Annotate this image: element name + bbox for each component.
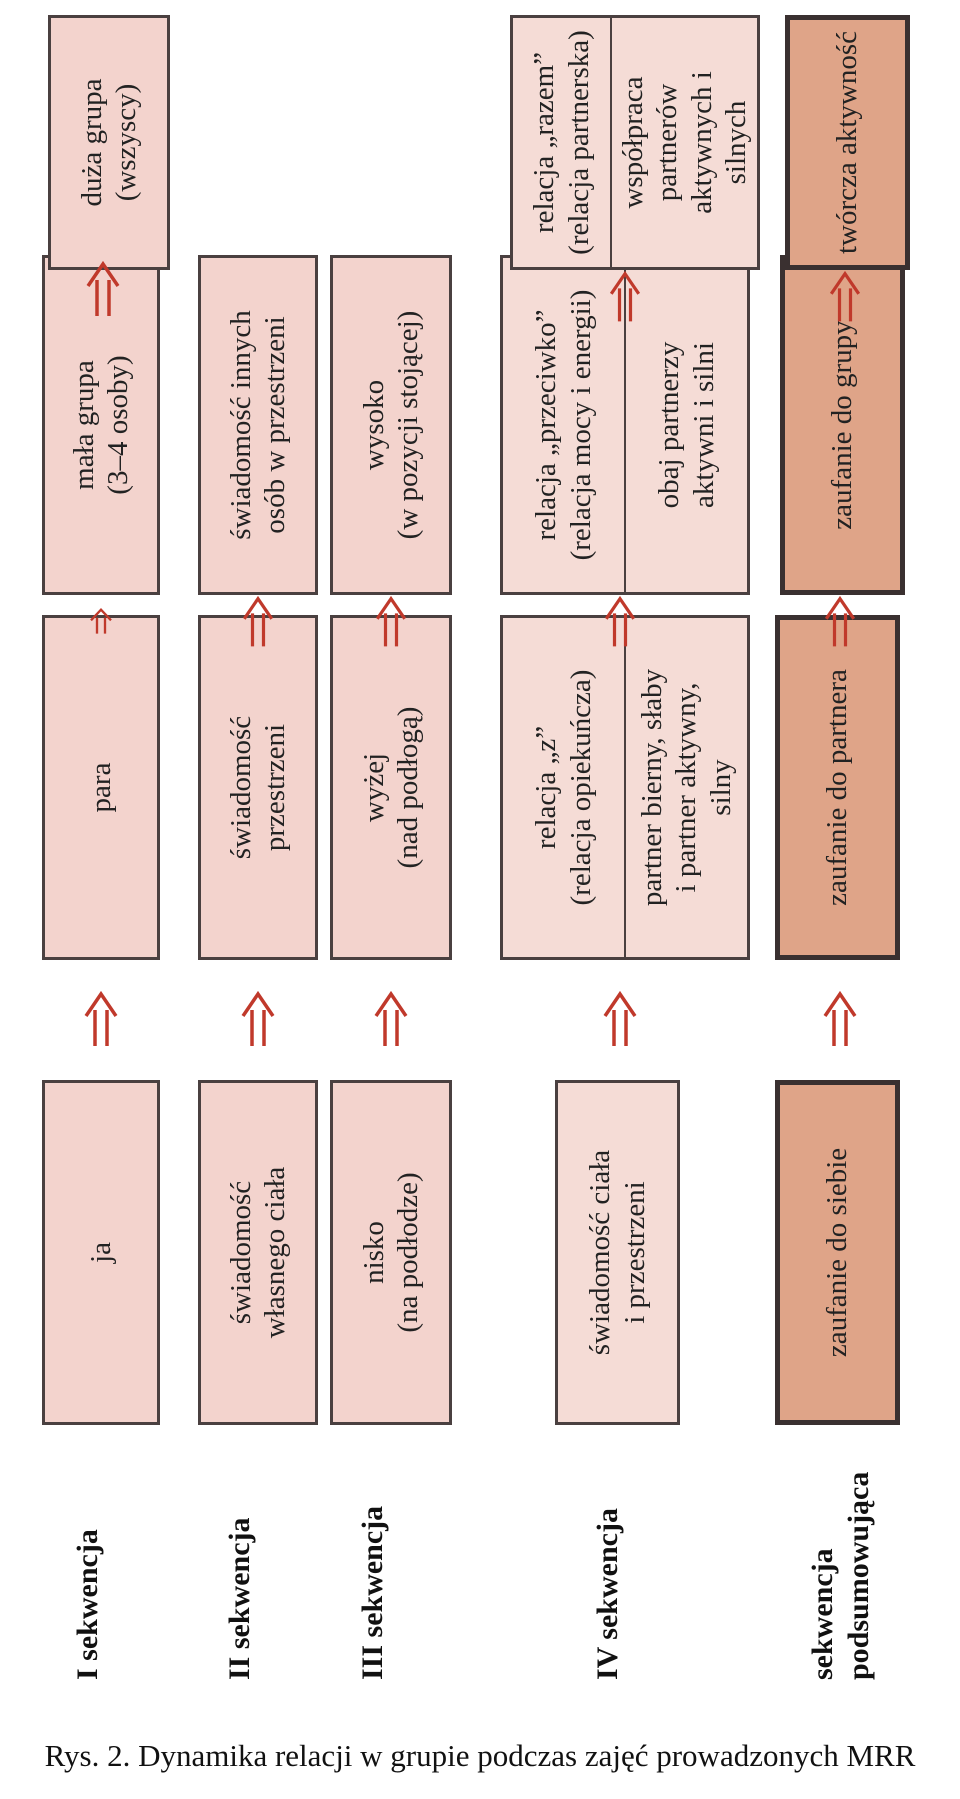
box-r4-c2-top: relacja „z” (relacja opiekuńcza) — [530, 669, 597, 906]
box-r5-c1: zaufanie do siebie — [775, 1080, 900, 1425]
row-label-2: II sekwencja — [223, 1517, 256, 1681]
box-r1-c4: duża grupa (wszyscy) — [48, 15, 170, 270]
arrow-r4-2 — [604, 595, 636, 647]
arrow-r2-1 — [241, 990, 275, 1046]
box-r1-c2-text: para — [84, 762, 117, 813]
row-label-3: III sekwencja — [356, 1505, 389, 1680]
arrow-r1-3 — [86, 260, 120, 316]
figure-caption: Rys. 2. Dynamika relacji w grupie podcza… — [44, 1738, 916, 1773]
box-r4-c2-bottom: partner bierny, słaby i partner aktywny,… — [624, 618, 747, 957]
arrow-r5-2 — [824, 595, 856, 647]
box-r1-c1: ja — [42, 1080, 160, 1425]
box-r3-c2-text: wyżej (nad podłogą) — [357, 706, 424, 869]
arrow-r5-1 — [823, 990, 857, 1046]
box-r3-c2: wyżej (nad podłogą) — [330, 615, 452, 960]
arrow-r1-1 — [84, 990, 118, 1046]
row-label-4: IV sekwencja — [591, 1508, 624, 1680]
box-r5-c2: zaufanie do partnera — [775, 615, 900, 960]
box-r1-c4-text: duża grupa (wszyscy) — [75, 78, 142, 207]
box-r2-c3-text: świadomość innych osób w przestrzeni — [224, 310, 291, 540]
box-r4-c4-top: relacja „razem” (relacja partnerska) — [528, 30, 595, 255]
box-r3-c1-text: nisko (na podłodze) — [357, 1172, 424, 1333]
box-r2-c2: świadomość przestrzeni — [198, 615, 318, 960]
box-r3-c3: wysoko (w pozycji stojącej) — [330, 255, 452, 595]
diagram-rotated-canvas: I sekwencja II sekwencja III sekwencja I… — [42, 15, 910, 1681]
box-r3-c1: nisko (na podłodze) — [330, 1080, 452, 1425]
row-label-5: sekwencja podsumowująca — [806, 1471, 875, 1680]
arrow-r2-2 — [242, 595, 274, 647]
arrow-r1-2 — [90, 607, 112, 634]
box-r4-c4: relacja „razem” (relacja partnerska) wsp… — [510, 15, 760, 270]
arrow-r5-3 — [829, 270, 861, 322]
box-r2-c2-text: świadomość przestrzeni — [224, 715, 291, 860]
box-r1-c1-text: ja — [84, 1242, 117, 1263]
diagram-stage: I sekwencja II sekwencja III sekwencja I… — [42, 15, 910, 1681]
box-r1-c2: para — [42, 615, 160, 960]
arrow-r3-1 — [374, 990, 408, 1046]
arrow-r3-2 — [375, 595, 407, 647]
box-r5-c1-text: zaufanie do siebie — [821, 1147, 854, 1358]
box-r5-c2-text: zaufanie do partnera — [821, 669, 854, 906]
box-r5-c4-text: twórcza aktywność — [831, 30, 864, 255]
box-r2-c3: świadomość innych osób w przestrzeni — [198, 255, 318, 595]
box-r4-c1-text: świadomość ciała i przestrzeni — [584, 1149, 651, 1356]
box-r3-c3-text: wysoko (w pozycji stojącej) — [357, 310, 424, 540]
box-r4-c1: świadomość ciała i przestrzeni — [555, 1080, 680, 1425]
box-r2-c1: świadomość własnego ciała — [198, 1080, 318, 1425]
arrow-r4-1 — [603, 990, 637, 1046]
arrow-r4-3 — [609, 270, 641, 322]
box-r5-c4: twórcza aktywność — [785, 15, 910, 270]
box-r4-c4-bottom: współpraca partnerów aktywnych i silnych — [610, 18, 757, 267]
box-r2-c1-text: świadomość własnego ciała — [224, 1166, 291, 1339]
row-label-1: I sekwencja — [71, 1529, 104, 1680]
box-r4-c2: relacja „z” (relacja opiekuńcza) partner… — [500, 615, 750, 960]
